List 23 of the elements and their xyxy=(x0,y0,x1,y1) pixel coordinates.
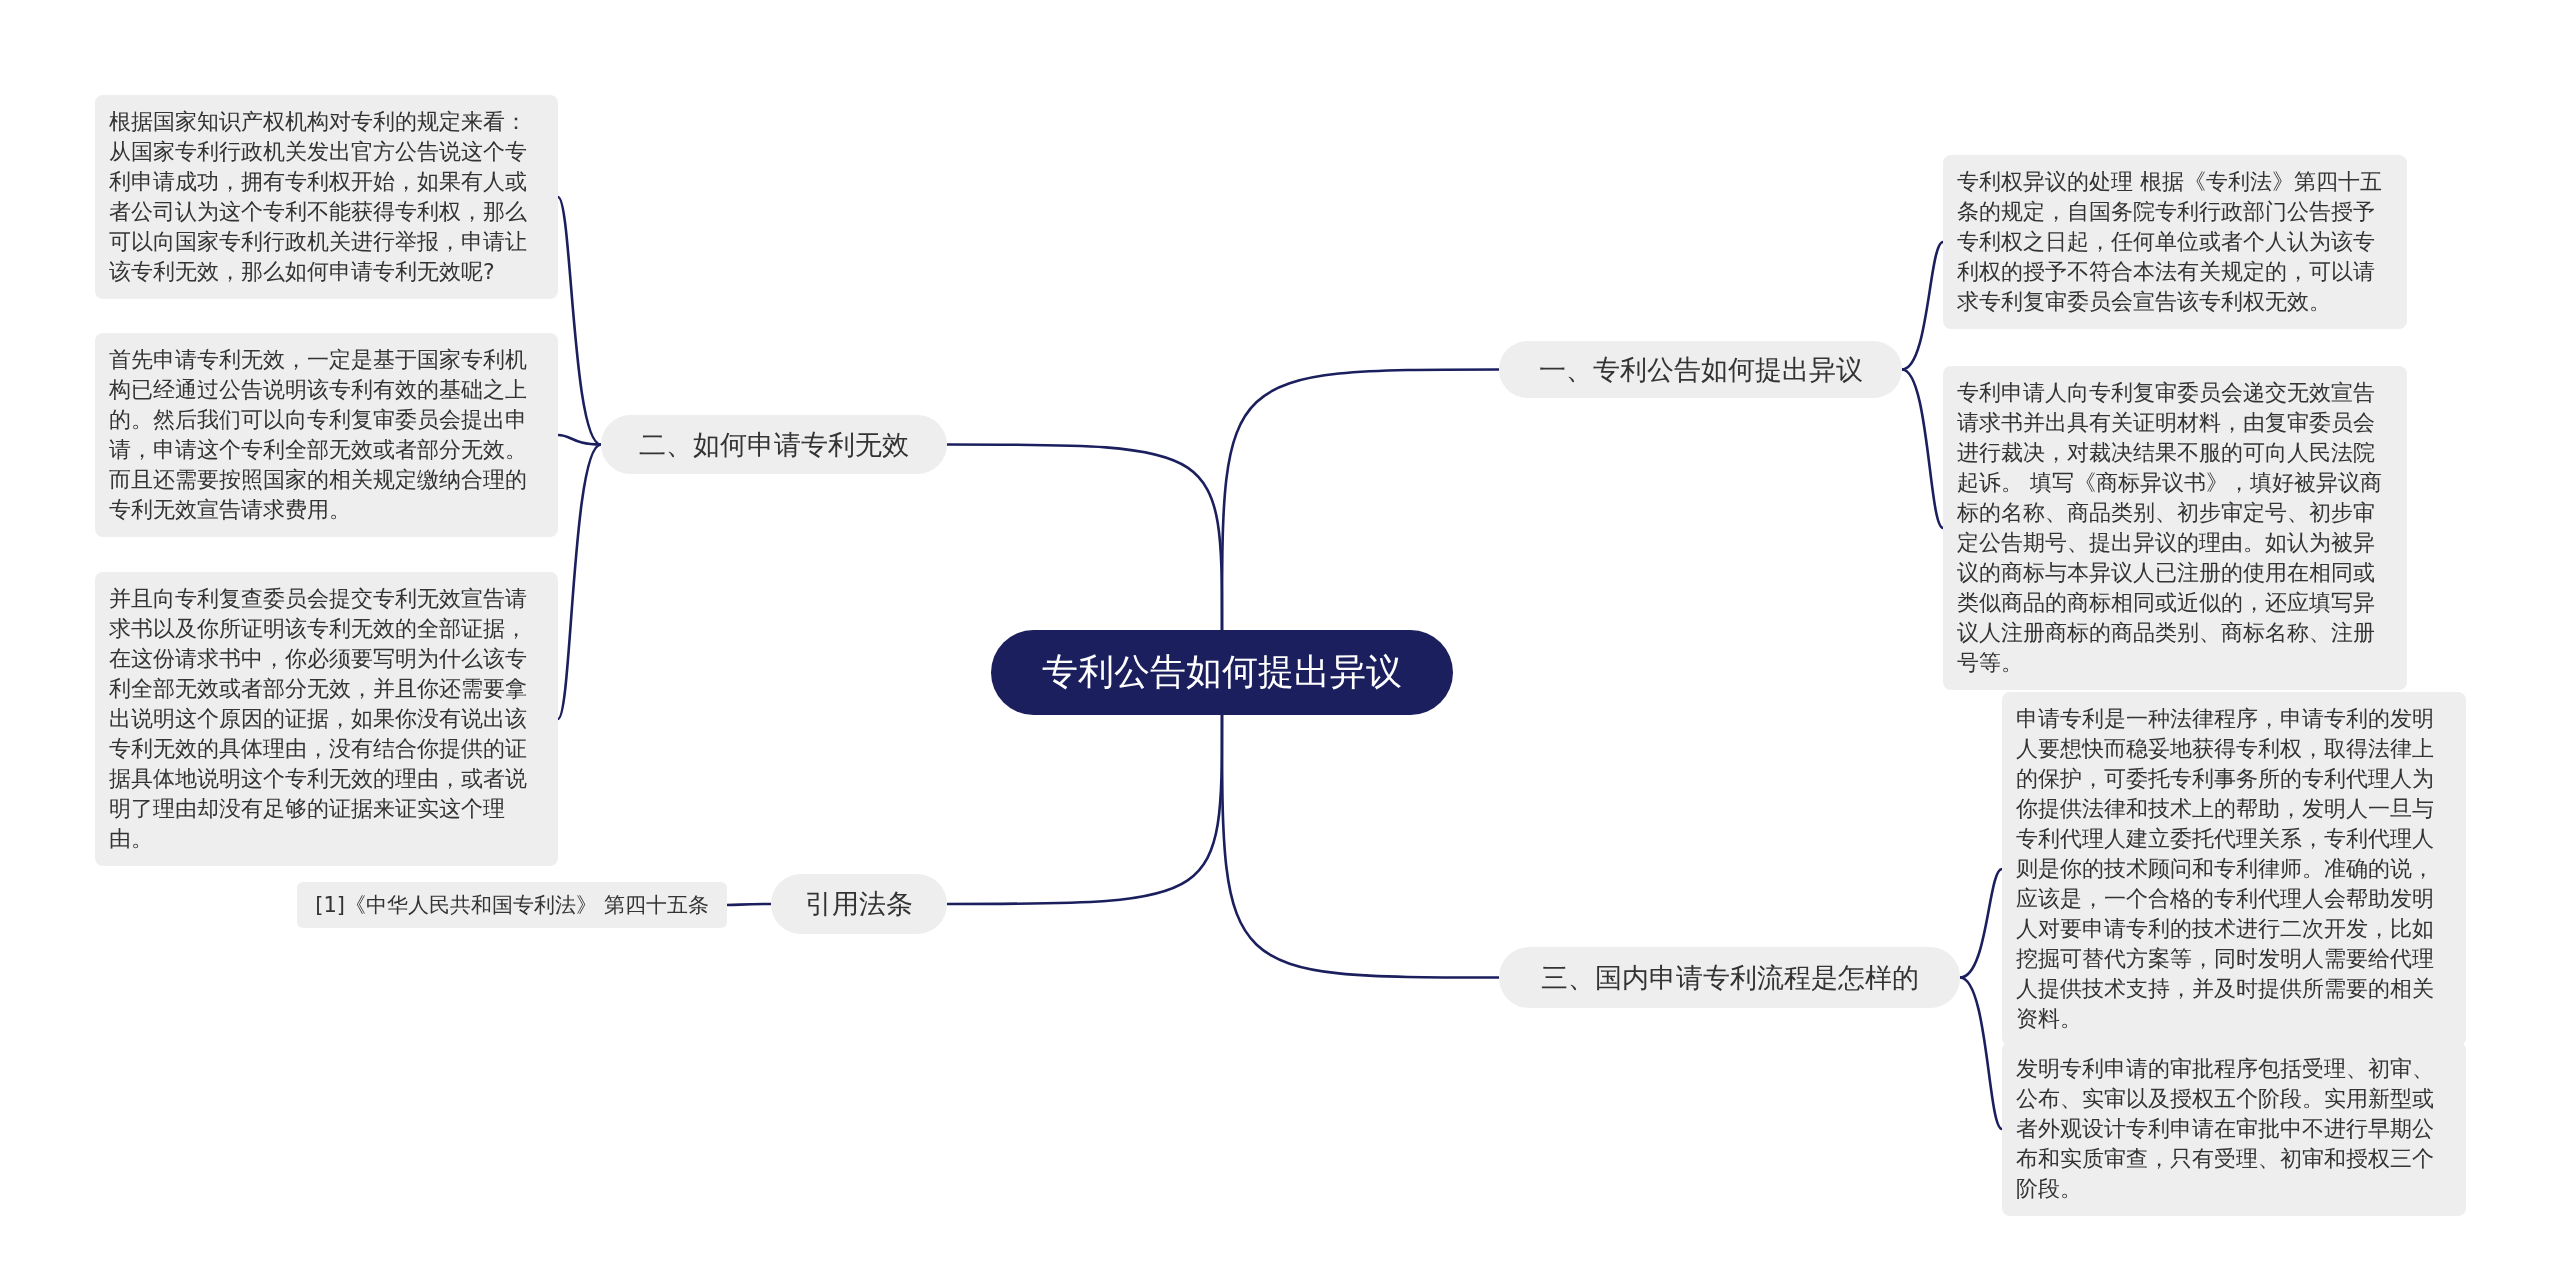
topic-pill: 一、专利公告如何提出异议 xyxy=(1499,341,1902,398)
note-card: 专利申请人向专利复审委员会递交无效宣告请求书并出具有关证明材料，由复审委员会进行裁决，对裁决结果不服的可向人民法院起诉。 填写《商标异议书》，填好被异议商标的名称、商品类别、初步审定号、初步审定公告期号、提出异议的理由。如认为被异议的商标与本异议人已注册的使用在相同或类似商品的商标相同或近似的，还应填写异议人注册商标的商品类别、商标名称、注册号等。 xyxy=(1943,366,2407,690)
connector-line xyxy=(556,443,602,720)
citation-card: [1]《中华人民共和国专利法》 第四十五条 xyxy=(297,882,727,928)
topic-pill: 三、国内申请专利流程是怎样的 xyxy=(1499,947,1960,1008)
connector-line xyxy=(1959,976,2003,1130)
connector-line xyxy=(947,443,1224,630)
connector-line xyxy=(1901,240,1944,371)
topic-pill: 二、如何申请专利无效 xyxy=(601,415,947,474)
connector-line xyxy=(727,902,771,907)
connector-line xyxy=(556,196,602,446)
topic-pill: 引用法条 xyxy=(771,874,947,934)
note-card: 发明专利申请的审批程序包括受理、初审、公布、实审以及授权五个阶段。实用新型或者外观设计专利申请在审批中不进行早期公布和实质审查，只有受理、初审和授权三个阶段。 xyxy=(2002,1042,2466,1216)
central-topic: 专利公告如何提出异议 xyxy=(991,630,1453,715)
note-card: 专利权异议的处理 根据《专利法》第四十五条的规定，自国务院专利行政部门公告授予专利权之日起，任何单位或者个人认为该专利权的授予不符合本法有关规定的，可以请求专利复审委员会宣告该专利权无效。 xyxy=(1943,155,2407,329)
connector-line xyxy=(947,715,1224,906)
note-card: 根据国家知识产权机构对专利的规定来看：从国家专利行政机关发出官方公告说这个专利申请成功，拥有专利权开始，如果有人或者公司认为这个专利不能获得专利权，那么可以向国家专利行政机关进行举报，申请让该专利无效，那么如何申请专利无效呢? xyxy=(95,95,558,299)
connector-line xyxy=(1959,867,2003,979)
note-card: 首先申请专利无效，一定是基于国家专利机构已经通过公告说明该专利有效的基础之上的。然后我们可以向专利复审委员会提出申请，申请这个专利全部无效或者部分无效。而且还需要按照国家的相关规定缴纳合理的专利无效宣告请求费用。 xyxy=(95,333,558,537)
connector-line xyxy=(1901,368,1944,529)
note-card: 申请专利是一种法律程序，申请专利的发明人要想快而稳妥地获得专利权，取得法律上的保护，可委托专利事务所的专利代理人为你提供法律和技术上的帮助，发明人一旦与专利代理人建立委托代理关系，专利代理人则是你的技术顾问和专利律师。准确的说，应该是，一个合格的专利代理人会帮助发明人对要申请专利的技术进行二次开发，比如挖掘可替代方案等，同时发明人需要给代理人提供技术支持，并及时提供所需要的相关资料。 xyxy=(2002,692,2466,1046)
note-card: 并且向专利复查委员会提交专利无效宣告请求书以及你所证明该专利无效的全部证据，在这份请求书中，你必须要写明为什么该专利全部无效或者部分无效，并且你还需要拿出说明这个原因的证据，如果你没有说出该专利无效的具体理由，没有结合你提供的证据具体地说明这个专利无效的理由，或者说明了理由却没有足够的证据来证实这个理由。 xyxy=(95,572,558,866)
connector-line xyxy=(557,433,602,446)
